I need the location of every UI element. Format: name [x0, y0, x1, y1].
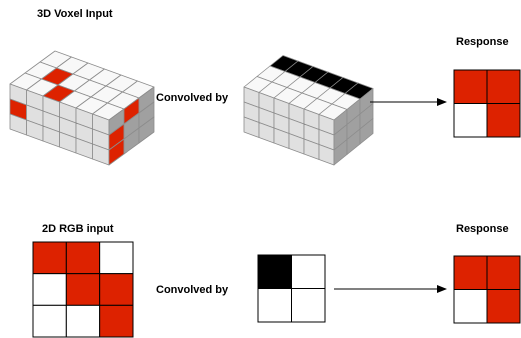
voxel-input-title: 3D Voxel Input: [37, 8, 113, 20]
voxel-kernel-block: [243, 55, 374, 166]
response-grid-top: [453, 69, 521, 138]
grid-cell: [486, 289, 521, 324]
grid-cell: [32, 241, 67, 275]
grid-cell: [65, 273, 101, 306]
grid-cell: [257, 288, 292, 323]
grid-cell: [453, 289, 488, 324]
convolved-by-label-top: Convolved by: [156, 92, 229, 104]
grid-cell: [32, 304, 67, 338]
grid-cell: [32, 273, 67, 306]
grid-cell: [453, 255, 488, 290]
rgb-kernel-grid: [257, 254, 326, 323]
grid-cell: [453, 103, 488, 138]
voxel-side-cell: [359, 118, 374, 145]
response-label-top: Response: [456, 36, 509, 48]
convolved-by-label-bottom: Convolved by: [156, 284, 229, 296]
rgb-input-grid: [32, 241, 134, 338]
voxel-side-cell: [138, 116, 155, 144]
grid-cell: [99, 273, 134, 306]
response-grid-bottom: [453, 255, 521, 324]
grid-cell: [99, 304, 134, 338]
grid-cell: [486, 255, 521, 290]
grid-cell: [65, 304, 101, 338]
grid-cell: [65, 241, 101, 275]
grid-cell: [99, 241, 134, 275]
grid-cell: [486, 103, 521, 138]
grid-cell: [486, 69, 521, 104]
grid-cell: [453, 69, 488, 104]
grid-cell: [257, 254, 292, 289]
rgb-input-title: 2D RGB input: [42, 223, 114, 235]
voxel-input-block: [9, 50, 155, 166]
response-label-bottom: Response: [456, 223, 509, 235]
grid-cell: [291, 288, 326, 323]
grid-cell: [291, 254, 326, 289]
